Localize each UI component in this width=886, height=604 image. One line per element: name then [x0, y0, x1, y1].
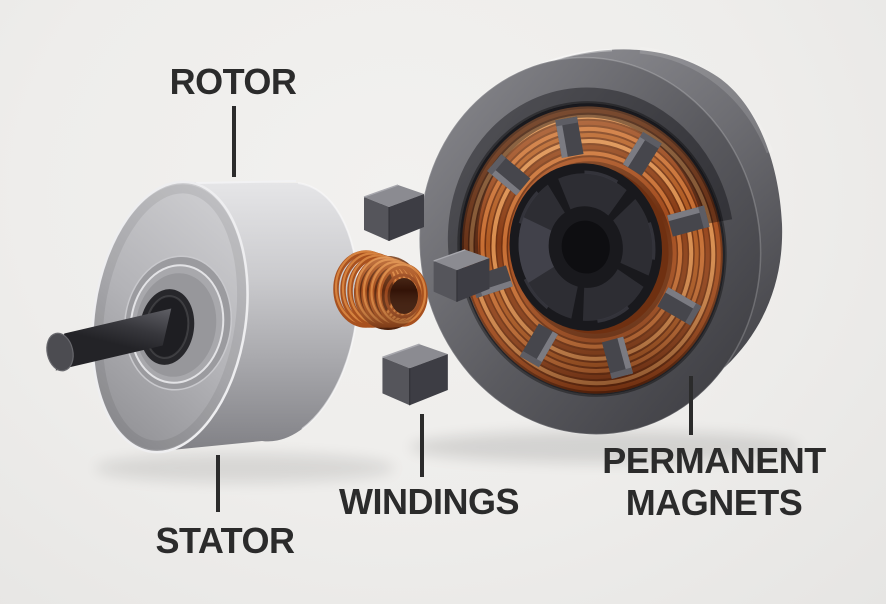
winding-tab [622, 131, 662, 176]
winding-tab [657, 287, 702, 326]
rotor-assembly [46, 180, 359, 454]
label-permanent-magnets: PERMANENT MAGNETS [602, 440, 826, 523]
housing-length-highlight [639, 46, 774, 154]
rim-cast-shadow [447, 87, 733, 269]
rotor-cavity [509, 163, 662, 331]
winding-tab [519, 323, 558, 368]
copper-coil [333, 250, 428, 330]
winding-tab [601, 336, 634, 380]
housing-shadow [410, 431, 800, 463]
rotor-shaft-tip [46, 332, 74, 372]
rotor-face-inner-shading [93, 184, 247, 450]
magnet-cube-top [363, 184, 425, 242]
rotor-shadow [95, 453, 395, 483]
rotor-body-top-edge [195, 180, 297, 184]
label-stator: STATOR [155, 520, 296, 561]
stator-housing [418, 46, 783, 436]
winding-tab [555, 116, 584, 158]
rotor-shaft [55, 308, 172, 371]
label-rotor: ROTOR [169, 61, 297, 102]
shadows [95, 431, 800, 483]
leader-lines [216, 106, 693, 512]
winding-tab [487, 154, 531, 196]
label-windings: WINDINGS [339, 481, 520, 522]
housing-interior [447, 87, 733, 395]
magnet-cube-bottom [381, 343, 449, 407]
winding-tab [667, 205, 710, 237]
